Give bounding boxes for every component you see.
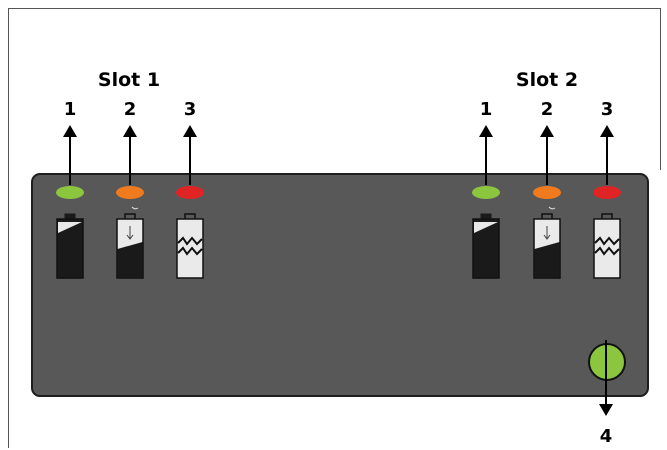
battery-charging-icon	[116, 206, 144, 279]
slot-2-led-green	[472, 186, 500, 199]
slot-2-title: Slot 2	[515, 69, 579, 91]
frame-right-border	[660, 8, 661, 170]
battery-charging-icon	[533, 206, 561, 279]
slot-1-indicator-1-arrow	[63, 125, 77, 185]
slot-1-led-red	[176, 186, 204, 199]
slot-2-indicator-1-arrow	[479, 125, 493, 185]
slot-2-led-orange	[533, 186, 561, 199]
slot-2-indicator-1-number: 1	[479, 99, 493, 120]
power-button-number: 4	[599, 426, 613, 447]
frame-left-border	[8, 8, 9, 448]
power-button-icon[interactable]	[588, 343, 626, 381]
slot-2-led-red	[593, 186, 621, 199]
slot-1-indicator-2-number: 2	[123, 99, 137, 120]
slot-2-indicator-3-arrow	[600, 125, 614, 185]
slot-1-indicator-1-number: 1	[63, 99, 77, 120]
slot-2-indicator-3-number: 3	[600, 99, 614, 120]
frame-top-border	[8, 8, 661, 9]
slot-1-indicator-3-arrow	[183, 125, 197, 185]
battery-error-icon	[593, 213, 621, 279]
battery-full-icon	[472, 213, 500, 279]
charger-panel	[31, 173, 649, 397]
battery-full-icon	[56, 213, 84, 279]
power-button-arrow	[599, 340, 613, 416]
slot-1-led-green	[56, 186, 84, 199]
slot-1-title: Slot 1	[97, 69, 161, 91]
battery-error-icon	[176, 213, 204, 279]
slot-1-indicator-2-arrow	[123, 125, 137, 185]
slot-2-indicator-2-number: 2	[540, 99, 554, 120]
slot-1-led-orange	[116, 186, 144, 199]
slot-1-indicator-3-number: 3	[183, 99, 197, 120]
slot-2-indicator-2-arrow	[540, 125, 554, 185]
